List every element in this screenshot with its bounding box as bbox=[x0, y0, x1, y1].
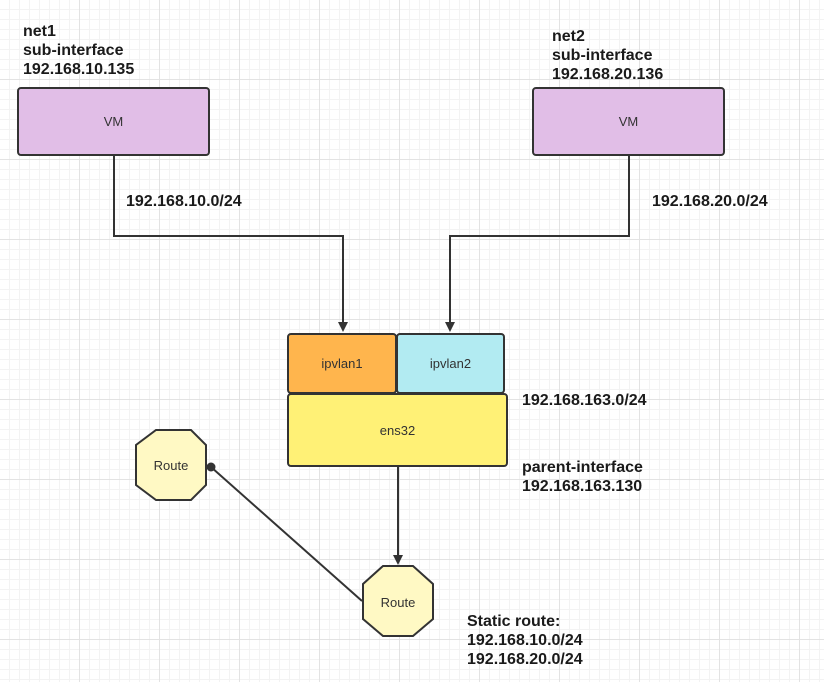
static-route-entry: 192.168.10.0/24 bbox=[467, 632, 583, 649]
connector-endpoint-dot bbox=[206, 462, 216, 472]
vm1-to-ipvlan1-connector bbox=[113, 155, 348, 332]
vm1-ip: 192.168.10.135 bbox=[23, 61, 135, 78]
parent-interface-name: parent-interface bbox=[522, 459, 643, 476]
vm2-subnet-label: 192.168.20.0/24 bbox=[652, 193, 768, 210]
route-left-octagon[interactable] bbox=[135, 429, 207, 501]
vm2-info: net2 sub-interface 192.168.20.136 bbox=[552, 27, 663, 84]
vm1-box[interactable]: VM bbox=[17, 87, 210, 156]
vm1-info: net1 sub-interface 192.168.10.135 bbox=[23, 22, 134, 79]
route-bottom-label: Route bbox=[380, 595, 416, 610]
vm2-box[interactable]: VM bbox=[532, 87, 725, 156]
vm2-label: VM bbox=[618, 114, 639, 129]
route-bottom-octagon[interactable] bbox=[362, 565, 434, 637]
vm2-ip: 192.168.20.136 bbox=[552, 66, 664, 83]
vm1-label: VM bbox=[103, 114, 124, 129]
parent-interface-ip: 192.168.163.130 bbox=[522, 478, 643, 495]
ens32-box[interactable]: ens32 bbox=[287, 393, 508, 467]
route-left-label: Route bbox=[153, 458, 189, 473]
ipvlan1-box[interactable]: ipvlan1 bbox=[287, 333, 397, 394]
vm1-subnet-label: 192.168.10.0/24 bbox=[126, 193, 242, 210]
vm2-net-name: net2 bbox=[552, 28, 585, 45]
route-to-route-connector bbox=[210, 466, 363, 602]
static-route-title: Static route: bbox=[467, 613, 561, 630]
static-route-entry: 192.168.20.0/24 bbox=[467, 651, 583, 668]
static-route-info: Static route: 192.168.10.0/24 192.168.20… bbox=[467, 612, 583, 669]
ipvlan2-label: ipvlan2 bbox=[429, 356, 472, 371]
vm2-sub-interface-label: sub-interface bbox=[552, 47, 653, 64]
vm2-to-ipvlan2-connector bbox=[445, 155, 630, 332]
parent-interface-info: parent-interface 192.168.163.130 bbox=[522, 458, 643, 496]
ens32-label: ens32 bbox=[379, 422, 416, 438]
ipvlan1-label: ipvlan1 bbox=[321, 356, 363, 371]
parent-subnet-label: 192.168.163.0/24 bbox=[522, 392, 647, 409]
vm1-sub-interface-label: sub-interface bbox=[23, 42, 124, 59]
ipvlan2-box[interactable]: ipvlan2 bbox=[396, 333, 505, 394]
vm1-net-name: net1 bbox=[23, 23, 56, 40]
